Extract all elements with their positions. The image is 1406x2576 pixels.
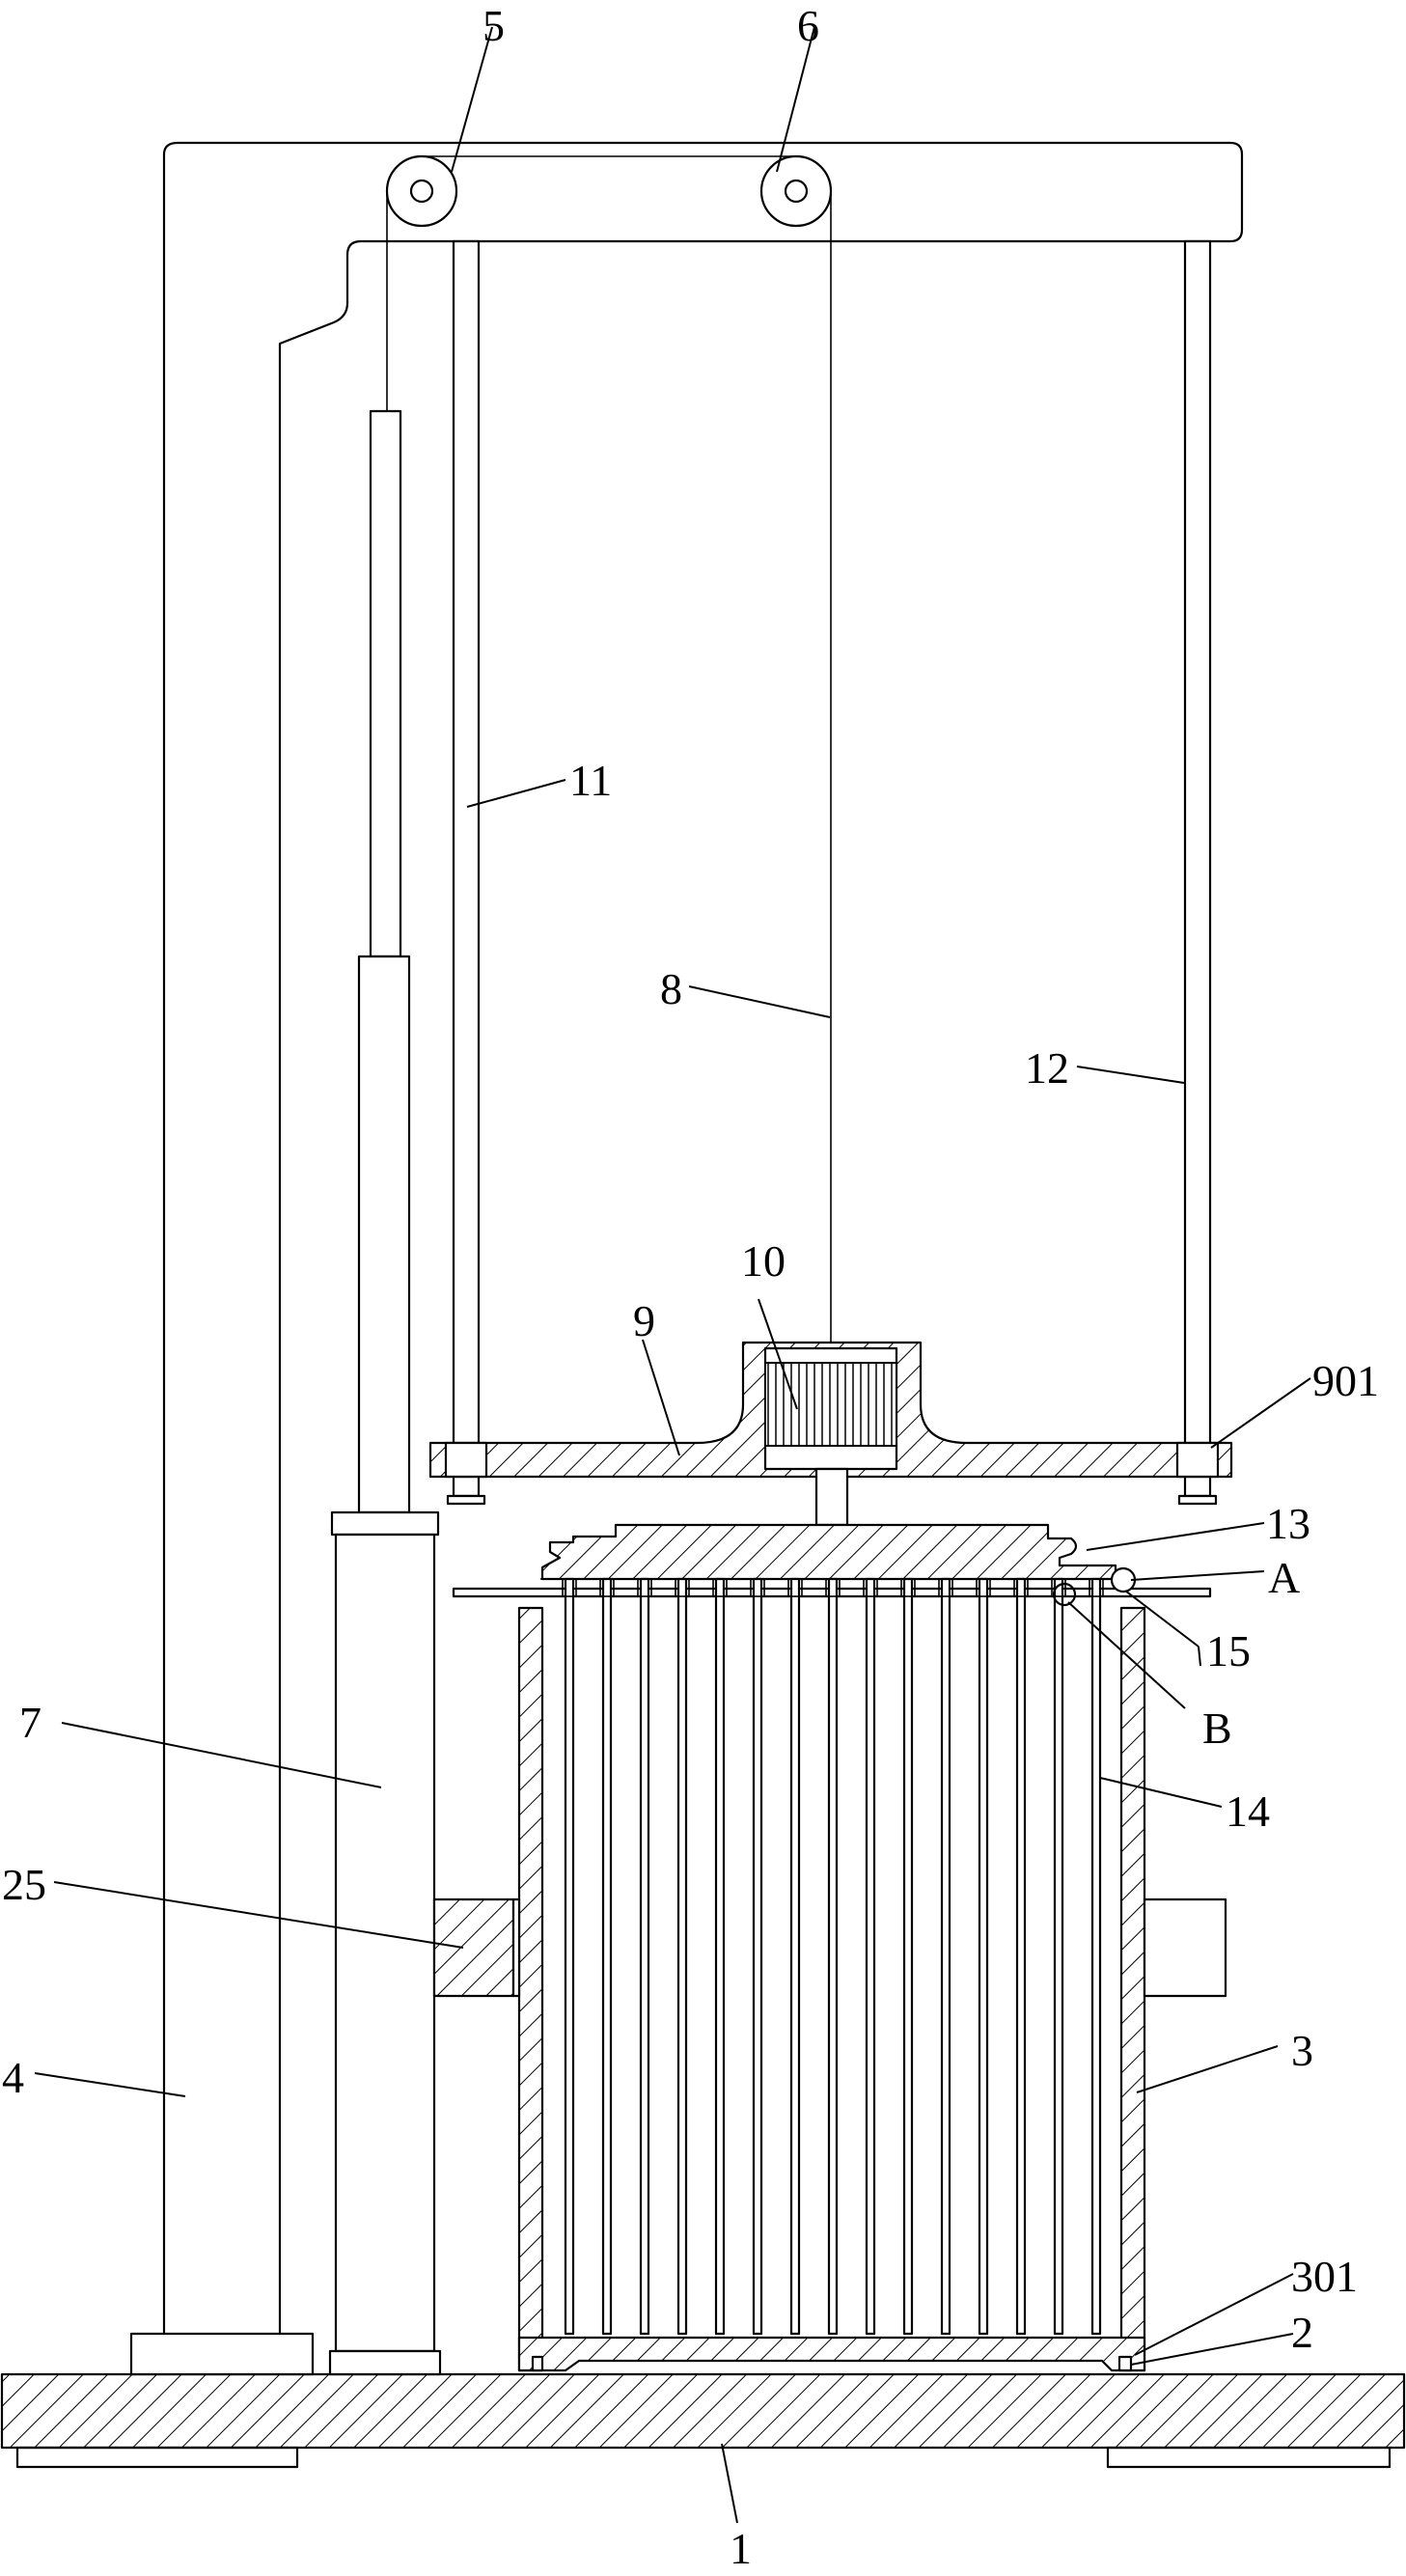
electrode-rod [639, 1577, 650, 2336]
electrode-rod [752, 1577, 763, 2336]
electrode-rod [978, 1577, 989, 2336]
electrode-rod [1053, 1577, 1064, 2336]
rod-clamp [1089, 1578, 1104, 1597]
rod-clamp [976, 1578, 991, 1597]
pulley-5 [385, 154, 458, 228]
label-2: 2 [1291, 2308, 1313, 2357]
rod-clamp [787, 1578, 803, 1597]
label-15: 15 [1206, 1626, 1251, 1676]
label-11: 11 [569, 756, 612, 805]
motor-shaft [814, 1467, 849, 1527]
rod-clamp [637, 1578, 652, 1597]
electrode-rod [940, 1577, 951, 2336]
electrode-rod [564, 1577, 575, 2336]
label-12: 12 [1025, 1043, 1069, 1093]
label-3: 3 [1291, 2026, 1313, 2075]
label-6: 6 [797, 1, 819, 50]
label-25: 25 [2, 1860, 46, 1909]
rod-clamp [675, 1578, 690, 1597]
label-14: 14 [1226, 1787, 1270, 1836]
reference-numerals: 5 6 11 8 12 10 9 901 13 A 15 B 7 14 25 3… [2, 1, 1379, 2573]
label-5: 5 [482, 1, 505, 50]
label-901: 901 [1312, 1356, 1379, 1405]
rod-clamp [825, 1578, 841, 1597]
electrode-rod [714, 1577, 726, 2336]
electrode-rod [676, 1577, 688, 2336]
side-block [432, 1897, 521, 1998]
label-A: A [1268, 1553, 1300, 1602]
rod-clamp [1051, 1578, 1066, 1597]
lifting-plate [428, 1341, 1233, 1479]
label-1: 1 [730, 2524, 752, 2573]
guide-rod-12 [1177, 239, 1218, 1506]
electrode-rod [1090, 1577, 1102, 2336]
rod-clamp [938, 1578, 953, 1597]
label-8: 8 [660, 964, 682, 1013]
rod-clamp [900, 1578, 916, 1597]
label-9: 9 [633, 1296, 655, 1345]
electrode-rod [865, 1577, 876, 2336]
electrode-rod [1015, 1577, 1027, 2336]
pulley-6 [759, 154, 833, 228]
tank [517, 1606, 1227, 2372]
rod-clamp [863, 1578, 878, 1597]
label-4: 4 [2, 2053, 24, 2102]
guide-rod-11 [446, 239, 486, 1506]
frame [129, 141, 1244, 2376]
electrode-rod [601, 1577, 613, 2336]
leader-lines [34, 26, 1311, 2524]
rod-clamp [562, 1578, 577, 1597]
rod-clamp [750, 1578, 765, 1597]
electrode-rod [902, 1577, 914, 2336]
electrode-rod [789, 1577, 801, 2336]
label-13: 13 [1266, 1499, 1310, 1548]
electrode-rod [827, 1577, 839, 2336]
rod-clamp [1013, 1578, 1029, 1597]
label-B: B [1202, 1703, 1232, 1753]
label-10: 10 [741, 1236, 786, 1286]
label-7: 7 [19, 1698, 41, 1747]
electrode-rods [562, 1577, 1104, 2336]
label-301: 301 [1291, 2252, 1358, 2301]
rod-clamp [599, 1578, 615, 1597]
base-plate [0, 2372, 1406, 2469]
lifting-cylinder [328, 409, 442, 2376]
rope [386, 155, 832, 1344]
rod-clamp [712, 1578, 728, 1597]
